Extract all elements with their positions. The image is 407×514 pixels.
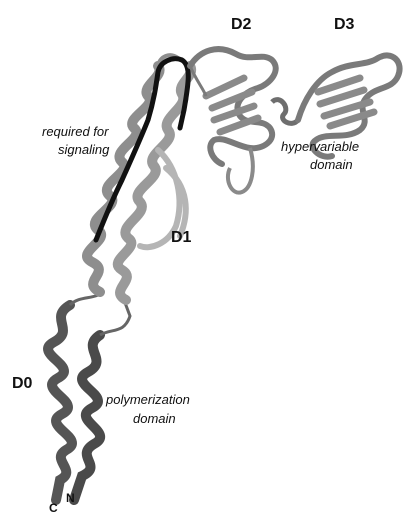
c-terminus-label: C — [49, 501, 58, 514]
d2-label: D2 — [231, 16, 252, 33]
d0-d1-loop — [100, 300, 130, 335]
hypervariable-note-line2: domain — [310, 157, 353, 172]
d2-sheet — [206, 78, 258, 132]
hypervariable-note-line1: hypervariable — [281, 139, 359, 154]
polymerization-note-line1: polymerization — [105, 392, 190, 407]
signaling-note-line1: required for — [42, 124, 109, 139]
n-terminus-label: N — [66, 491, 75, 505]
d0-helix-n — [74, 335, 100, 500]
d2-domain — [190, 49, 298, 193]
polymerization-note-line2: domain — [133, 411, 176, 426]
d2-strands — [190, 49, 276, 164]
signaling-note-line2: signaling — [58, 142, 110, 157]
d1-helices — [87, 55, 191, 300]
d1-label: D1 — [171, 229, 192, 246]
d0-helix-c — [48, 305, 72, 500]
d2-hairpin — [228, 148, 253, 193]
d0-label: D0 — [12, 375, 33, 392]
d3-label: D3 — [334, 16, 355, 33]
d2-hinge-helix — [272, 100, 298, 124]
d1-d2-connector — [190, 66, 206, 96]
